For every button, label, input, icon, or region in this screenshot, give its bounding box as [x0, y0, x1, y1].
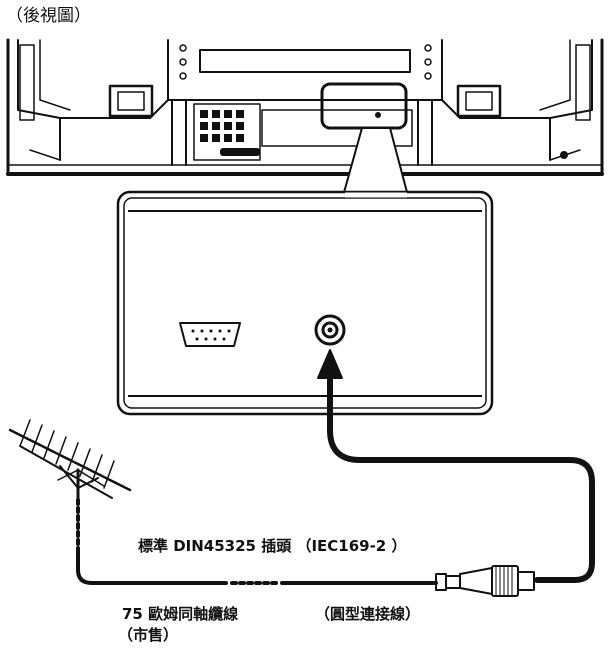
- tv-rear-panel: [6, 38, 604, 176]
- coaxial-port-icon: [314, 314, 346, 346]
- connector-shape-label: （圓型連接線）: [315, 605, 421, 623]
- antenna-cable: [76, 498, 438, 585]
- coax-plug-icon: [435, 565, 535, 597]
- coax-cable: [317, 349, 595, 583]
- d-sub-port-icon: [179, 322, 241, 347]
- antenna-icon: [8, 419, 132, 502]
- cable-sub-label: （市售）: [118, 626, 179, 644]
- plug-label: 標準 DIN45325 插頭 （IEC169-2 ）: [138, 537, 407, 555]
- terminal-board: [200, 110, 568, 159]
- cable-label: 75 歐姆同軸纜線: [122, 605, 239, 623]
- view-title: （後視圖）: [6, 6, 91, 26]
- zoom-callout: [116, 127, 494, 416]
